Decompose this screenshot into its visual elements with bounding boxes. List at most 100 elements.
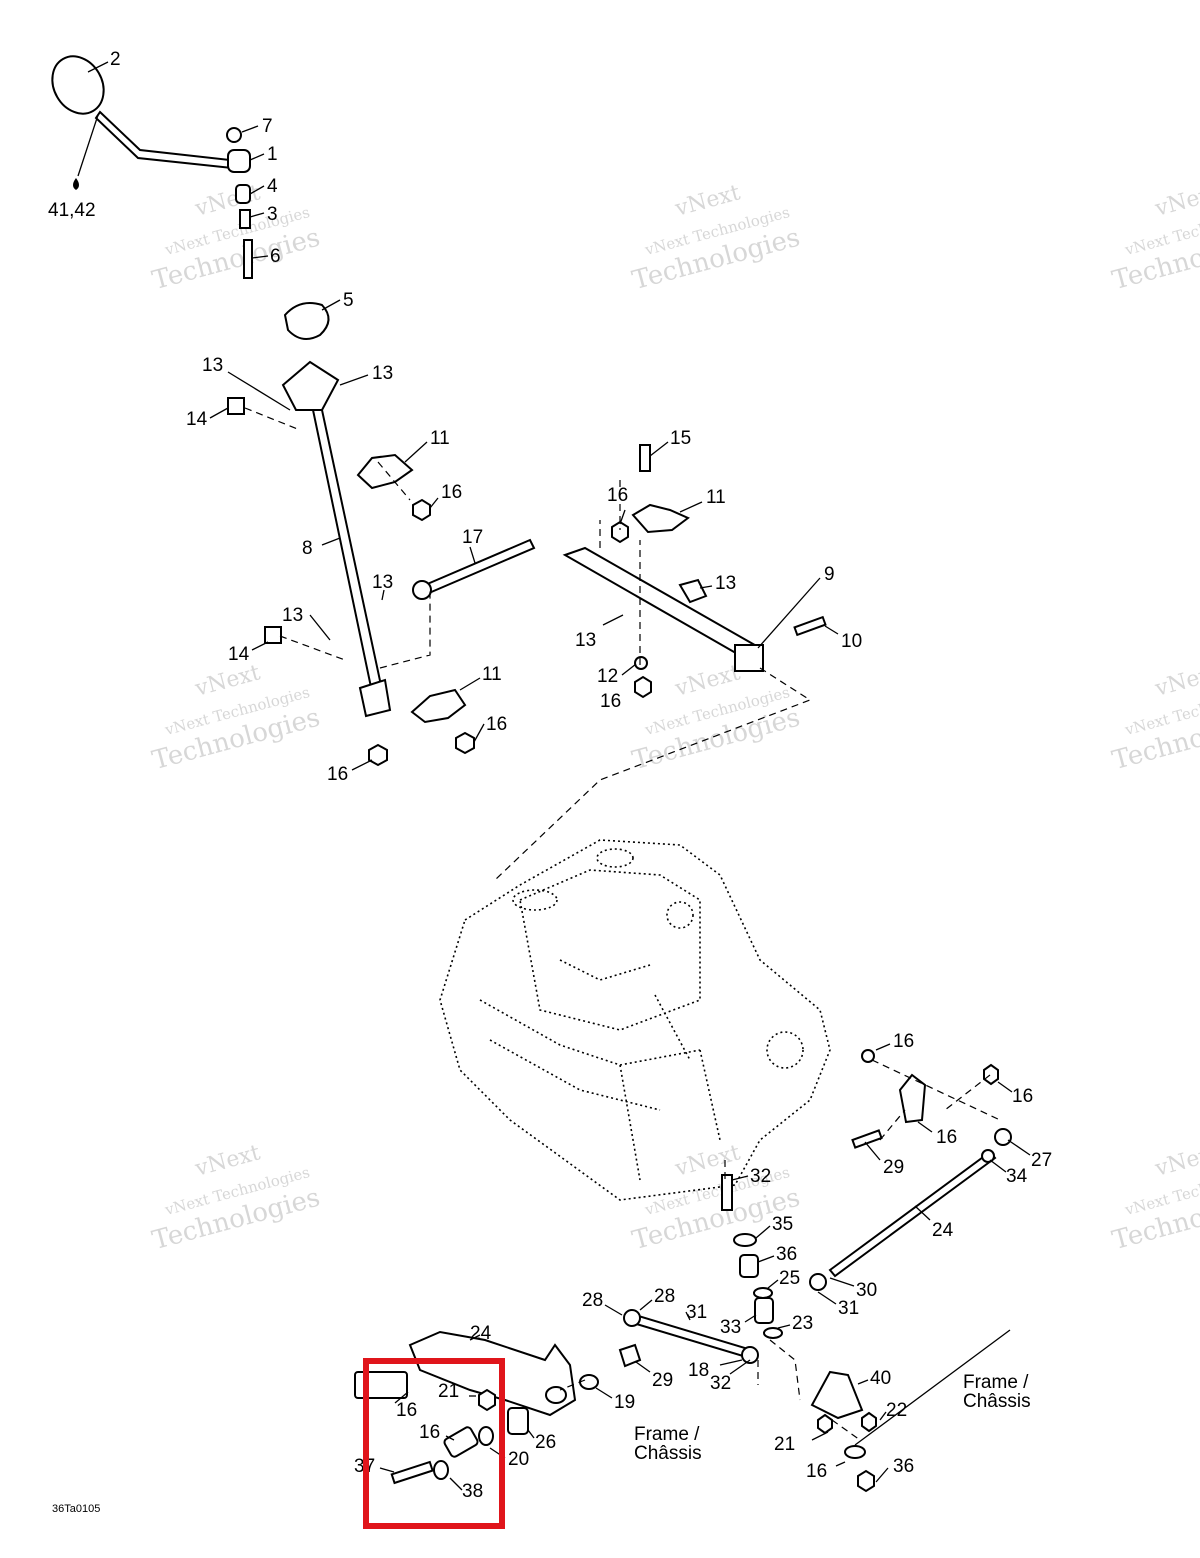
bolt-34[interactable]	[851, 1129, 883, 1149]
washer-39[interactable]	[433, 1460, 449, 1480]
nut-37[interactable]	[857, 1469, 875, 1493]
bushing-21[interactable]	[478, 1426, 494, 1446]
frame-label-left-line1: Frame /	[634, 1424, 700, 1445]
nut-16j[interactable]	[478, 1388, 496, 1412]
bolt-38[interactable]	[390, 1460, 434, 1485]
lower-linkage	[354, 1049, 1012, 1493]
nut-16b[interactable]	[611, 520, 629, 544]
callout-label: 7	[262, 116, 273, 137]
bushing-25[interactable]	[739, 1254, 759, 1278]
washer-36a[interactable]	[733, 1233, 757, 1247]
watermark: vNext vNext Technologies Technologies	[629, 180, 803, 296]
nut-16e[interactable]	[634, 675, 652, 699]
nut-16g[interactable]	[983, 1063, 999, 1086]
callout-label: 36	[776, 1244, 797, 1265]
bracket-top[interactable]	[281, 360, 340, 411]
svg-text:vNext: vNext	[672, 180, 743, 222]
pedal-pad-19[interactable]	[354, 1371, 408, 1399]
callout-label: 28	[582, 1290, 603, 1311]
callout-label: 32	[710, 1373, 731, 1394]
lever-bushing[interactable]	[227, 149, 251, 173]
clip-11a[interactable]	[356, 453, 414, 490]
nut-16h[interactable]	[817, 1413, 833, 1435]
brake-pedal-18[interactable]	[408, 1330, 577, 1417]
sleeve-3[interactable]	[239, 209, 251, 229]
washer-21a[interactable]	[579, 1374, 599, 1390]
clip-11c[interactable]	[410, 688, 467, 724]
callout-label: 22	[886, 1400, 907, 1421]
tie-rod-30[interactable]	[828, 1150, 997, 1278]
callout-label: 14	[186, 409, 208, 430]
bushing-40[interactable]	[618, 1343, 642, 1368]
callout-label: 35	[772, 1214, 793, 1235]
bracket-27[interactable]	[898, 1073, 927, 1124]
nut-16c[interactable]	[455, 731, 475, 755]
seal-24b[interactable]	[763, 1327, 783, 1339]
tie-rod-end-a[interactable]	[412, 580, 432, 600]
callout-label: 38	[462, 1481, 483, 1502]
callout-label: 6	[270, 246, 281, 267]
callout-label: 41,42	[48, 200, 96, 221]
washer-12[interactable]	[634, 656, 648, 670]
svg-text:vNext: vNext	[1152, 180, 1200, 222]
pivot-22[interactable]	[810, 1370, 864, 1420]
ball-joint-31b[interactable]	[623, 1309, 641, 1327]
shift-rod-8[interactable]	[311, 409, 384, 694]
upper-linkage	[227, 360, 827, 881]
bolt-35[interactable]	[721, 1174, 733, 1211]
spacer-4[interactable]	[235, 184, 251, 204]
ball-joint-29a[interactable]	[994, 1128, 1012, 1146]
washer-21b[interactable]	[545, 1386, 567, 1404]
frame-label-right-line2: Châssis	[963, 1391, 1031, 1412]
callout-label: 10	[841, 631, 862, 652]
callout-label: 14	[228, 644, 250, 665]
callout-label: 16	[607, 485, 628, 506]
nut-16f[interactable]	[861, 1049, 875, 1063]
bolt-14a[interactable]	[227, 397, 245, 415]
washer-36b[interactable]	[844, 1445, 866, 1459]
diagram-reference-code: 36Ta0105	[52, 1503, 100, 1515]
shaft-block[interactable]	[734, 644, 764, 672]
callout-label: 19	[614, 1392, 635, 1413]
ball-joint-32a[interactable]	[981, 1149, 995, 1163]
nut-16i[interactable]	[861, 1411, 877, 1433]
shift-knob[interactable]	[42, 47, 114, 123]
clip-13[interactable]	[678, 578, 708, 604]
shift-lever[interactable]	[94, 110, 234, 170]
bolt-14b[interactable]	[264, 626, 282, 644]
screw-6[interactable]	[243, 239, 253, 279]
rod-end-lower[interactable]	[358, 678, 392, 718]
svg-text:vNext: vNext	[1152, 1140, 1200, 1182]
frame-label-left-line2: Châssis	[634, 1443, 702, 1464]
nut-16d[interactable]	[368, 743, 388, 767]
bolt-15[interactable]	[639, 444, 651, 472]
washer-7[interactable]	[226, 127, 242, 143]
callout-label: 16	[486, 714, 507, 735]
callout-label: 33	[720, 1317, 741, 1338]
ball-joint-31a[interactable]	[809, 1273, 827, 1291]
callout-label: 13	[202, 355, 223, 376]
nut-16a[interactable]	[412, 498, 431, 522]
callout-label: 20	[508, 1449, 529, 1470]
callout-label: 11	[482, 664, 502, 685]
pivot-pin-20[interactable]	[507, 1407, 529, 1435]
engine-outline	[439, 839, 831, 1201]
callout-label: 27	[1031, 1150, 1052, 1171]
bushing-23[interactable]	[754, 1297, 774, 1324]
callout-label: 16	[327, 764, 348, 785]
callout-label: 29	[652, 1370, 673, 1391]
callout-label: 15	[670, 428, 691, 449]
clamp-5[interactable]	[283, 302, 330, 340]
ball-joint-32b[interactable]	[741, 1346, 759, 1364]
sleeve-26[interactable]	[443, 1426, 479, 1458]
leader-lines	[87, 61, 1031, 1491]
seal-24a[interactable]	[753, 1287, 773, 1299]
callout-label: 13	[372, 572, 393, 593]
callout-label: 24	[932, 1220, 954, 1241]
clip-11b[interactable]	[631, 503, 690, 534]
callout-label: 16	[806, 1461, 827, 1482]
callout-label: 9	[824, 564, 835, 585]
watermark: vNext vNext Technologies Technologies	[1109, 180, 1200, 296]
callout-label: 16	[893, 1031, 914, 1052]
bolt-10[interactable]	[793, 615, 827, 637]
